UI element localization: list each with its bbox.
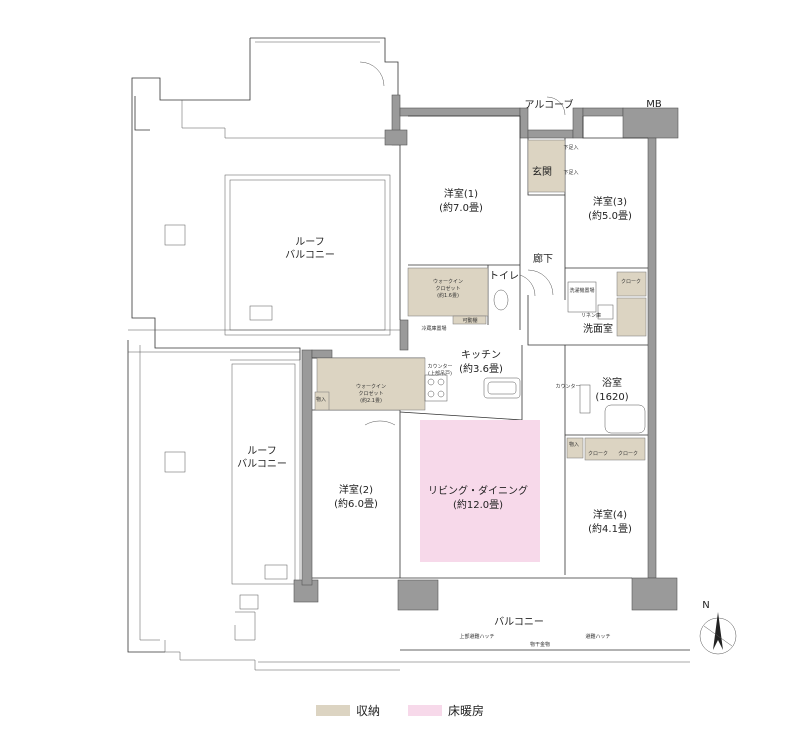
wic2-l3: (約2.1畳) (360, 397, 382, 404)
wic1-l2: クロゼット (435, 285, 460, 292)
hatch1-label: 上部避難ハッチ (459, 633, 494, 640)
western2-name: 洋室(2) (339, 483, 373, 496)
labels: 洋室(1) (約7.0畳) 洋室(2) (約6.0畳) 洋室(3) (約5.0畳… (237, 98, 710, 648)
roof-balcony-1-line1: ルーフ (295, 237, 324, 248)
wic1-l3: (約1.6畳) (437, 292, 459, 299)
western1-name: 洋室(1) (444, 187, 478, 200)
alcove-label: アルコーブ (524, 98, 573, 111)
closet-4a-label: クローク (588, 451, 608, 457)
entrance-label: 玄関 (532, 165, 552, 178)
storage-swatch (315, 705, 350, 716)
legend-storage: 収納 (315, 702, 380, 719)
bathroom-label: 浴室 (602, 376, 622, 389)
wic1-l1: ウォークイン (433, 278, 463, 285)
western3-size: (約5.0畳) (588, 209, 632, 222)
legend-storage-label: 収納 (355, 704, 380, 718)
walls (293, 94, 679, 611)
drying-label: 物干金物 (530, 641, 550, 648)
wic2-l2: クロゼット (358, 390, 383, 397)
roof-balcony-1-line2: バルコニー (285, 249, 335, 261)
roof-balcony-2-line1: ルーフ (247, 446, 276, 457)
living-name: リビング・ダイニング (428, 484, 528, 497)
living-size: (約12.0畳) (453, 498, 503, 511)
shoe1-label: 下足入 (563, 145, 578, 151)
movable-shelf-label: 可動棚 (462, 317, 477, 324)
door-swings (359, 61, 566, 426)
kitchen-name: キッチン (461, 349, 501, 361)
toilet-label: トイレ (489, 271, 519, 282)
closet-4b-label: クローク (618, 451, 638, 457)
wic2-l1: ウォークイン (356, 383, 386, 390)
roof-balcony-2-line2: バルコニー (237, 458, 287, 470)
hallway-label: 廊下 (533, 252, 553, 265)
western1-size: (約7.0畳) (439, 201, 483, 214)
legend: 収納 床暖房 (0, 702, 800, 719)
storage-in-4-label: 物入 (569, 441, 579, 448)
compass-icon (699, 612, 737, 655)
western4-size: (約4.1畳) (588, 522, 632, 535)
compass-n-label: N (702, 600, 709, 611)
legend-heating: 床暖房 (408, 702, 484, 719)
linen-label: リネン庫 (581, 312, 601, 319)
shoe2-label: 下足入 (563, 170, 578, 176)
closet-3-label: クローク (621, 279, 641, 285)
western4-name: 洋室(4) (593, 508, 627, 521)
roof-balcony-structure (127, 37, 690, 671)
storage-in-2-label: 物入 (316, 396, 326, 403)
fridge-label: 冷蔵庫置場 (421, 325, 446, 332)
hatch2-label: 避難ハッチ (585, 633, 610, 640)
floor-heating-area (420, 420, 540, 562)
western3-name: 洋室(3) (593, 195, 627, 208)
heating-swatch (408, 705, 442, 716)
bathroom-size: (1620) (595, 392, 628, 403)
storage-areas (314, 139, 647, 461)
fixtures (424, 281, 646, 434)
balcony-label: バルコニー (494, 616, 544, 628)
washroom-label: 洗面室 (583, 322, 613, 335)
counter-label: カウンター (555, 383, 580, 390)
legend-heating-label: 床暖房 (448, 704, 485, 718)
western2-size: (約6.0畳) (334, 497, 378, 510)
counter-kitchen-label2: (上部吊戸) (428, 370, 452, 377)
wash-machine-label: 洗濯機置場 (569, 287, 594, 294)
mb-label: MB (646, 99, 662, 110)
kitchen-size: (約3.6畳) (459, 362, 503, 375)
counter-kitchen-label: カウンター (427, 363, 452, 370)
